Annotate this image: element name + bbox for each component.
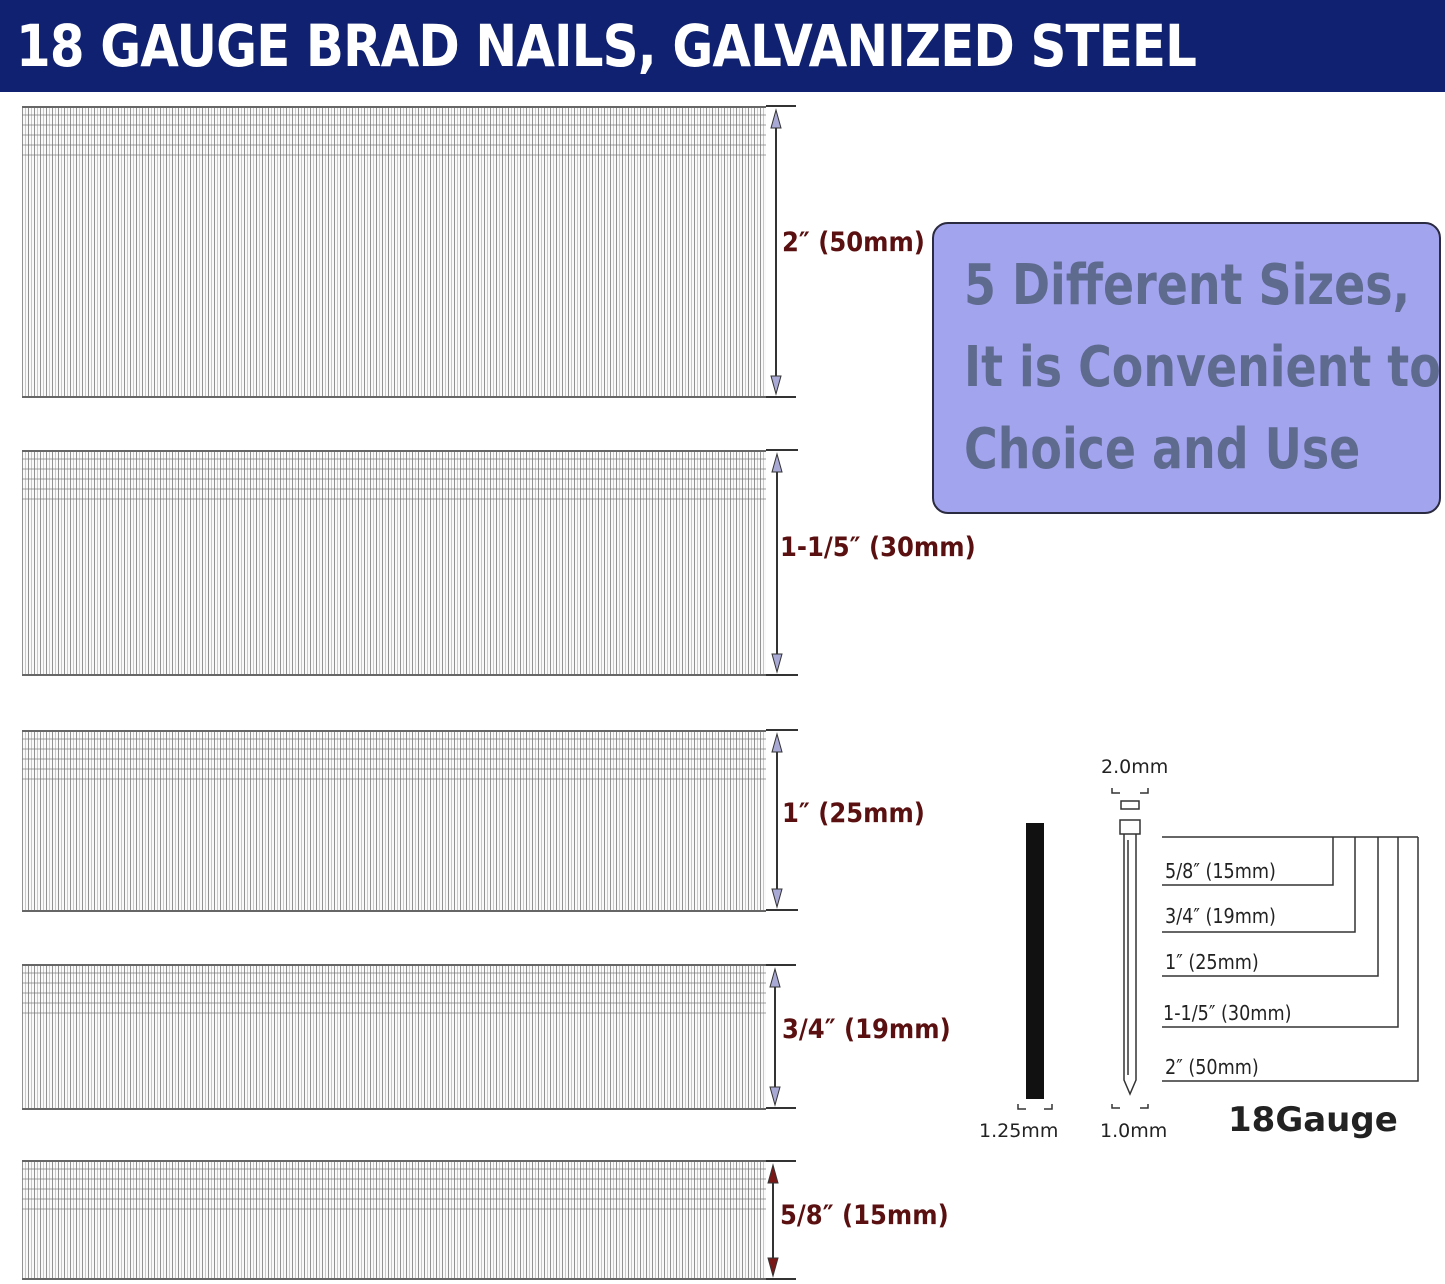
- sizes-callout: 5 Different Sizes, It is Convenient to C…: [932, 222, 1441, 514]
- size-label-30mm: 1-1/5″ (30mm): [780, 532, 976, 563]
- size-label-50mm: 2″ (50mm): [782, 227, 925, 258]
- ladder-label-19mm: 3/4″ (19mm): [1165, 904, 1276, 928]
- strip-side-view: [1026, 823, 1044, 1099]
- nail-strip-25mm: [22, 730, 766, 912]
- gauge-label: 18Gauge: [1228, 1100, 1398, 1140]
- nail-strip-50mm: [22, 106, 766, 398]
- ladder-label-15mm: 5/8″ (15mm): [1165, 859, 1276, 883]
- ladder-label-50mm: 2″ (50mm): [1165, 1055, 1259, 1079]
- size-label-19mm: 3/4″ (19mm): [782, 1014, 951, 1045]
- ladder-label-30mm: 1-1/5″ (30mm): [1163, 1001, 1292, 1025]
- page-title: 18 GAUGE BRAD NAILS, GALVANIZED STEEL: [16, 12, 1197, 80]
- ladder-label-25mm: 1″ (25mm): [1165, 950, 1259, 974]
- size-label-15mm: 5/8″ (15mm): [780, 1200, 949, 1231]
- nail-strip-15mm: [22, 1160, 766, 1280]
- shank-diameter-label: 1.0mm: [1100, 1120, 1168, 1142]
- head-width-label: 2.0mm: [1101, 756, 1169, 778]
- nail-strip-30mm: [22, 450, 766, 676]
- length-ladder: [1162, 836, 1419, 1082]
- callout-line-3: Choice and Use: [964, 417, 1361, 482]
- strip-thickness-label: 1.25mm: [979, 1120, 1059, 1142]
- nail-strip-19mm: [22, 964, 766, 1110]
- callout-line-1: 5 Different Sizes,: [964, 253, 1411, 318]
- header-banner: 18 GAUGE BRAD NAILS, GALVANIZED STEEL: [0, 0, 1445, 92]
- size-label-25mm: 1″ (25mm): [782, 798, 925, 829]
- callout-line-2: It is Convenient to: [964, 335, 1441, 400]
